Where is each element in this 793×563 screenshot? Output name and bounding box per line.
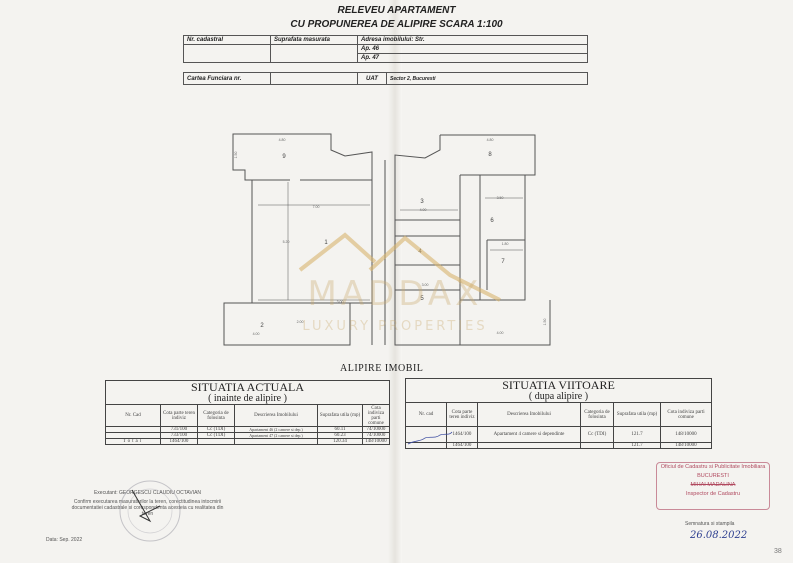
cell: 148/10000 [660, 442, 712, 449]
date-label: Data: Sep. 2022 [46, 537, 83, 543]
stamp-line: Inspector de Cadastru [685, 491, 741, 497]
rooms-3-4-5 [395, 175, 461, 300]
right-outer [394, 135, 460, 346]
cell [477, 442, 581, 449]
actuala-title: SITUATIA ACTUALA [191, 380, 304, 394]
col-header: Categoria de folosinta [197, 404, 235, 427]
uat-value: Sector 2, Bucuresti [386, 72, 588, 85]
col-header: Suprafata utila (mp) [613, 402, 661, 427]
room-7-label: 7 [501, 259, 505, 265]
cell: 1464/100 [160, 438, 198, 445]
stamp-line: Oficiul de Cadastru si Publicitate Imobi… [660, 464, 766, 470]
room-3-label: 3 [420, 199, 424, 205]
dim-label: 1.50 [234, 152, 238, 159]
executant-label: Executant: GEORGESCU CLAUDIU OCTAVIAN [93, 490, 202, 496]
col-header: Nr. Cad [105, 404, 161, 427]
dim-label: 4.80 [487, 138, 494, 142]
ap47-label: Ap. 47 [357, 53, 588, 63]
cell [580, 442, 614, 449]
confirm-text: Confirm executarea masuratorilor la tere… [71, 499, 224, 517]
watermark-logo: MADDAX LUXURY PROPERTIES [298, 232, 501, 334]
handwritten-date: 26.08.2022 [690, 530, 748, 541]
dim-label: 1.80 [502, 242, 509, 246]
dim-label: 5.20 [283, 240, 290, 244]
cell: 121.7 [613, 426, 661, 443]
dim-label: 2.00 [297, 320, 304, 324]
col-header: Cota parte teren indiviz [160, 404, 198, 427]
header-table: Nr. cadastral Suprafata masurata Adresa … [183, 35, 588, 63]
watermark-roof-icon [298, 232, 501, 302]
cell [234, 438, 318, 445]
col-header: Cota indiviza parti comune [362, 404, 390, 427]
col-header: Suprafata utila (mp) [317, 404, 363, 427]
room-8-label: 8 [488, 152, 492, 158]
cell: Apartament 4 camere si dependinte [477, 426, 581, 443]
dim-label: 4.00 [420, 208, 427, 212]
col-header: Cota indiviza parti comune [660, 402, 712, 427]
dim-label: 4.00 [253, 332, 260, 336]
doc-subtitle: CU PROPUNEREA DE ALIPIRE SCARA 1:100 [290, 19, 503, 30]
cell: 148/10000 [660, 426, 712, 443]
situatia-actuala-table: SITUATIA ACTUALA( inainte de alipire ) N… [105, 380, 390, 445]
dim-label: 4.80 [279, 138, 286, 142]
dim-label: 7.00 [313, 205, 320, 209]
viitoare-title: SITUATIA VIITOARE [502, 378, 615, 392]
room-9-label: 9 [282, 154, 286, 160]
cell [197, 438, 235, 445]
executant-stamp [119, 480, 181, 542]
room-2-label: 2 [260, 323, 264, 329]
col-header: Nr. cad [405, 402, 447, 427]
room-6-label: 6 [490, 218, 494, 224]
actuala-subtitle: ( inainte de alipire ) [208, 393, 287, 404]
room-5-label: 5 [420, 296, 424, 302]
handwritten-cadastral-number [407, 431, 453, 445]
viitoare-subtitle: ( dupa alipire ) [528, 391, 589, 402]
cell: Total [105, 438, 161, 445]
dim-label: 4.00 [497, 331, 504, 335]
col-header: Cota parte teren indiviz [446, 402, 478, 427]
situatia-viitoare-table: SITUATIA VIITOARE( dupa alipire ) Nr. ca… [405, 378, 712, 449]
doc-title: RELEVEU APARTAMENT [337, 5, 456, 16]
semnatura-label: Semnatura si stampila [685, 521, 735, 527]
col-header: Descrierea Imobilului [477, 402, 581, 427]
col-header: Descrierea Imobilului [234, 404, 318, 427]
rooms-6-7 [460, 174, 525, 300]
cell: Cc (TDI) [580, 426, 614, 443]
dim-label: 3.50 [497, 196, 504, 200]
right-apartment-walls [440, 134, 551, 346]
balcony-2 [223, 302, 351, 346]
dim-label: 3.00 [422, 283, 429, 287]
signature-icon [131, 489, 161, 523]
dim-label: 1.50 [543, 319, 547, 326]
ocpi-stamp: Oficiul de Cadastru si Publicitate Imobi… [656, 462, 770, 510]
dim-label: 3.00 [337, 300, 344, 304]
cell: 148/10000 [362, 438, 390, 445]
col-header: Categoria de folosinta [580, 402, 614, 427]
room-1-label: 1 [324, 240, 328, 246]
watermark-tagline: LUXURY PROPERTIES [302, 319, 487, 334]
shared-wall [371, 160, 386, 345]
watermark-brand: MADDAX [308, 274, 483, 314]
cell: 120.34 [317, 438, 363, 445]
stamp-line: BUCURESTI [697, 473, 729, 479]
cartea-funciara-table: Cartea Funciara nr. UAT Sector 2, Bucure… [183, 72, 588, 85]
stamp-line: MIHAI MADALINA [690, 482, 736, 488]
alipire-heading: ALIPIRE IMOBIL [340, 363, 424, 374]
page-mark: 38 [774, 548, 782, 555]
cell: 121.7 [613, 442, 661, 449]
